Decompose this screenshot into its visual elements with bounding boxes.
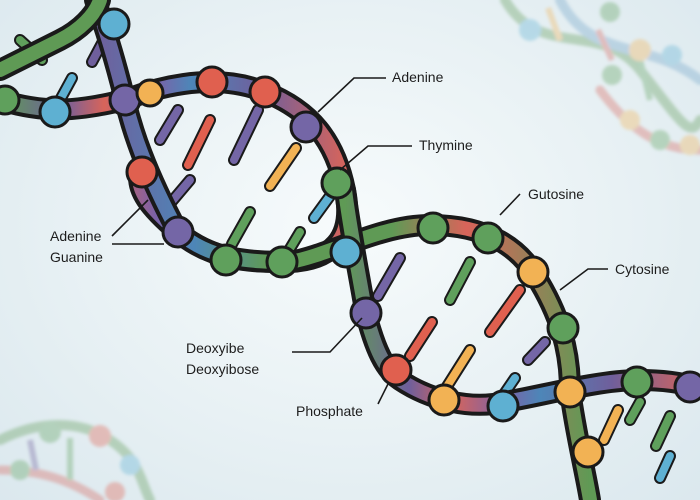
label-thymine: Thymine [419, 137, 473, 153]
label-guanine: Guanine [50, 249, 103, 265]
leader-adenine-left [111, 199, 149, 237]
leader-adenine-top [317, 77, 386, 113]
leader-thymine [339, 145, 412, 171]
leader-cytosine [559, 268, 608, 291]
leader-phosphate [377, 383, 389, 405]
label-phosphate: Phosphate [296, 403, 363, 419]
leader-gutosine [499, 193, 521, 216]
nucleotide-nodes [0, 7, 700, 469]
leader-deoxyibe [292, 317, 363, 353]
background-helix-top-right [500, 0, 700, 155]
label-deoxyibe: Deoxyibe [186, 340, 245, 356]
label-deoxyibose: Deoxyibose [186, 361, 260, 377]
label-adenine-top: Adenine [392, 69, 444, 85]
background-helix-bottom-left [0, 420, 155, 500]
label-leader-lines [111, 77, 608, 405]
label-gutosine: Gutosine [528, 186, 585, 202]
label-adenine-left: Adenine [50, 228, 102, 244]
label-cytosine: Cytosine [615, 261, 670, 277]
